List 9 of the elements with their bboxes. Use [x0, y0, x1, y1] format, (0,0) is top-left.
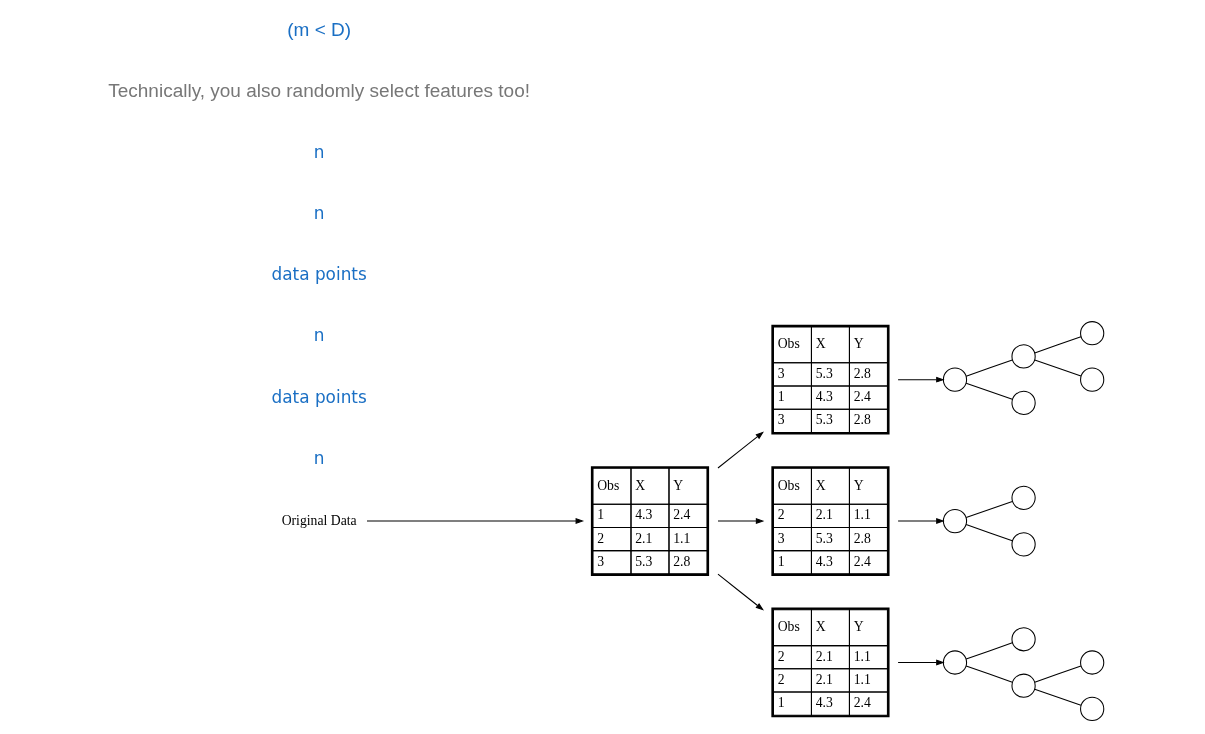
node-text: Original Data [281, 512, 357, 528]
label: n [313, 141, 325, 162]
label: (m < D) [287, 19, 352, 41]
label: n [313, 325, 325, 346]
label: n [313, 447, 325, 468]
label: n [313, 203, 325, 224]
label: data points [271, 386, 367, 407]
label: data points [271, 264, 367, 285]
label: Technically, you also randomly select features too! [108, 80, 531, 102]
